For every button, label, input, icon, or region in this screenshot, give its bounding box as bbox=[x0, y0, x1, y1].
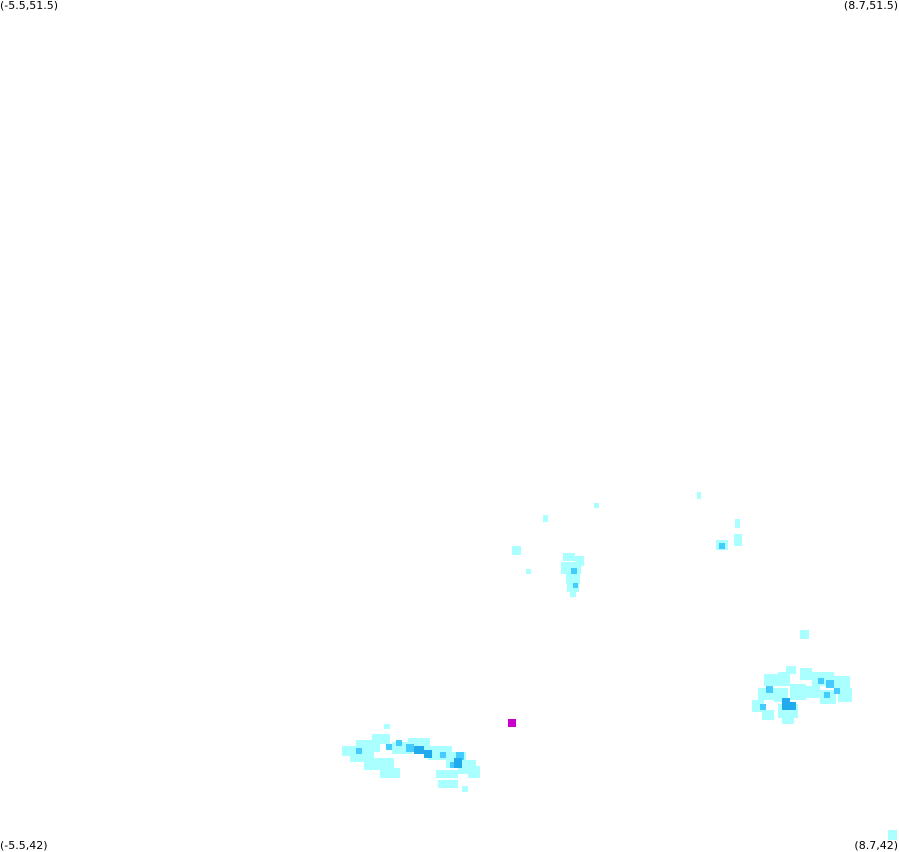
precip-cell-light bbox=[438, 780, 458, 788]
precip-cell-light bbox=[380, 768, 400, 778]
precip-cell-light bbox=[526, 569, 531, 574]
intensity-layer-mid bbox=[356, 543, 840, 768]
precip-cell-mid bbox=[818, 678, 824, 684]
precip-cell-mid bbox=[456, 752, 464, 760]
precip-cell-deep bbox=[454, 758, 462, 768]
precip-cell-light bbox=[372, 734, 390, 744]
precip-cell-light bbox=[468, 766, 480, 778]
precip-cell-deep bbox=[782, 698, 790, 710]
precip-cell-mid bbox=[826, 680, 834, 688]
precip-cell-light bbox=[697, 492, 701, 499]
intensity-layer-magenta bbox=[508, 719, 516, 727]
precip-cell-mid bbox=[396, 740, 402, 746]
corner-label-bottom-left: (-5.5,42) bbox=[0, 839, 48, 852]
precip-cell-light bbox=[735, 519, 740, 528]
precip-cell-mid bbox=[719, 543, 725, 549]
precip-cell-mid bbox=[824, 692, 830, 698]
precip-cell-light bbox=[342, 746, 360, 756]
precip-cell-mid bbox=[386, 744, 392, 750]
precip-cell-light bbox=[778, 672, 790, 686]
corner-label-bottom-right: (8.7,42) bbox=[854, 839, 898, 852]
precip-cell-light bbox=[364, 758, 394, 770]
precip-cell-light bbox=[563, 553, 575, 561]
precip-cell-light bbox=[570, 591, 576, 597]
precip-cell-light bbox=[350, 752, 374, 762]
precip-cell-mid bbox=[834, 688, 840, 694]
precip-cell-light bbox=[734, 534, 742, 546]
precip-cell-light bbox=[888, 830, 897, 840]
precip-cell-mid bbox=[356, 748, 362, 754]
precip-cell-light bbox=[566, 574, 580, 584]
corner-label-top-right: (8.7,51.5) bbox=[843, 0, 898, 12]
precip-cell-mid bbox=[440, 752, 446, 758]
precip-cell-mid bbox=[571, 568, 577, 574]
corner-label-top-left: (-5.5,51.5) bbox=[0, 0, 59, 12]
precip-cell-deep bbox=[790, 702, 796, 710]
intensity-layer-deep bbox=[414, 698, 796, 768]
precip-cell-light bbox=[806, 686, 820, 698]
precip-cell-mid bbox=[450, 762, 456, 768]
precip-cell-light bbox=[594, 503, 599, 508]
precip-cell-deep bbox=[414, 746, 424, 754]
precip-cell-light bbox=[790, 684, 806, 700]
precip-cell-light bbox=[462, 786, 468, 792]
precip-cell-light bbox=[762, 710, 774, 720]
precip-cell-light bbox=[384, 724, 390, 729]
precip-cell-mid bbox=[406, 744, 414, 752]
precip-cell-light bbox=[786, 666, 796, 674]
precip-cell-deep bbox=[424, 750, 432, 758]
precip-cell-mid bbox=[760, 704, 766, 710]
precip-cell-light bbox=[838, 688, 852, 702]
precip-cell-light bbox=[764, 674, 780, 686]
precip-cell-light bbox=[800, 630, 809, 639]
precip-cell-mid bbox=[573, 583, 578, 588]
precip-cell-magenta bbox=[508, 719, 516, 727]
precip-cell-light bbox=[782, 716, 794, 724]
precip-cell-light bbox=[436, 770, 458, 778]
precip-cell-mid bbox=[766, 686, 773, 693]
precip-cell-light bbox=[800, 668, 812, 680]
precip-cell-light bbox=[543, 515, 548, 522]
precip-cell-light bbox=[575, 556, 584, 566]
precip-cell-light bbox=[512, 546, 521, 555]
